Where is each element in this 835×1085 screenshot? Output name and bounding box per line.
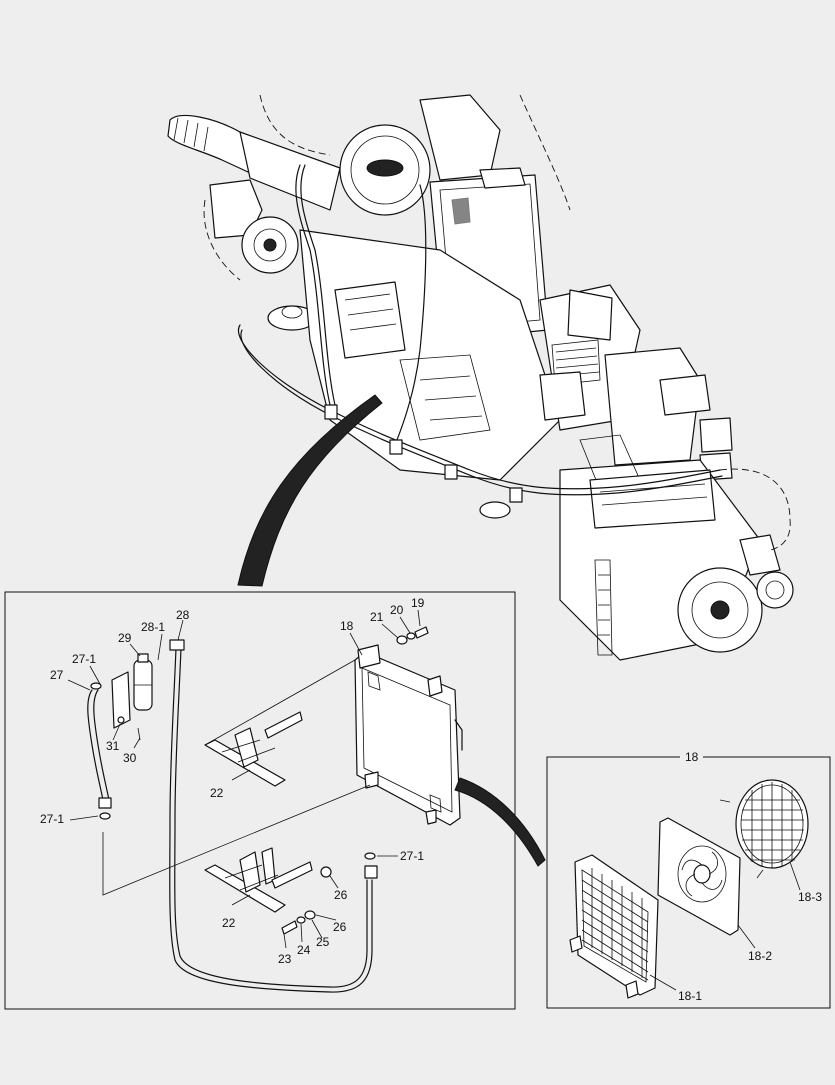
callout-23: 23 — [278, 952, 292, 966]
callout-24: 24 — [297, 943, 311, 957]
callout-28-1: 28-1 — [141, 620, 165, 634]
engine-assembly — [167, 94, 794, 661]
callout-28: 28 — [176, 608, 190, 622]
callout-22-upper: 22 — [210, 786, 224, 800]
bracket-22-upper — [204, 711, 303, 787]
hose-27 — [87, 682, 112, 820]
fan-shroud-18-2 — [657, 817, 741, 936]
callout-27-1-left: 27-1 — [40, 812, 64, 826]
callout-19: 19 — [411, 596, 425, 610]
callout-labels: 18 19 20 21 22 22 23 24 25 26 26 27 27-1… — [40, 596, 822, 1003]
callout-26-upper: 26 — [334, 888, 348, 902]
callout-18: 18 — [340, 619, 354, 633]
callout-18-3: 18-3 — [798, 890, 822, 904]
callout-20: 20 — [390, 603, 404, 617]
fan-guard-18-3 — [719, 779, 809, 879]
callout-27-1-top: 27-1 — [72, 652, 96, 666]
callout-27: 27 — [50, 668, 64, 682]
inset-leaders — [649, 861, 801, 991]
hardware-23-26 — [281, 866, 332, 935]
leaders — [67, 609, 421, 949]
main-panel-frame — [4, 591, 516, 1010]
pointer-arrow-main — [237, 394, 383, 587]
inset-title: 18 — [685, 750, 699, 764]
pointer-arrow-inset — [454, 777, 546, 867]
hardware-19-20-21 — [396, 626, 429, 645]
callout-21: 21 — [370, 610, 384, 624]
callout-27-1-right: 27-1 — [400, 849, 424, 863]
condenser-core-18-1 — [569, 854, 659, 999]
callout-26-lower: 26 — [333, 920, 347, 934]
callout-30: 30 — [123, 751, 137, 765]
callout-18-1: 18-1 — [678, 989, 702, 1003]
inset-panel-frame — [546, 756, 831, 1009]
hose-28 — [169, 639, 378, 993]
callout-18-2: 18-2 — [748, 949, 772, 963]
bracket-22-lower — [204, 847, 313, 913]
callout-22-lower: 22 — [222, 916, 236, 930]
callout-31: 31 — [106, 739, 120, 753]
callout-25: 25 — [316, 935, 330, 949]
receiver-drier-29 — [111, 653, 153, 741]
callout-29: 29 — [118, 631, 132, 645]
condenser-18 — [354, 644, 463, 826]
